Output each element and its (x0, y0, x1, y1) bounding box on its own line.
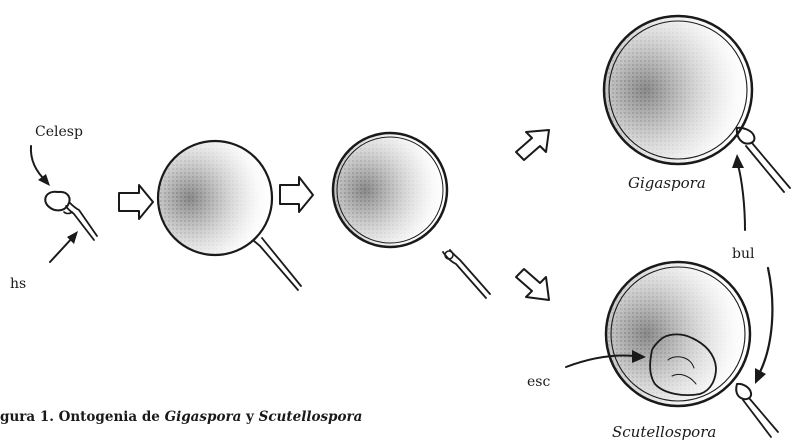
esc-label: esc (527, 374, 550, 390)
celesp-label: Celesp (35, 124, 83, 140)
stage1-early-spore (45, 192, 97, 240)
stage2-spore (158, 141, 301, 290)
hs-arrow (50, 231, 78, 262)
figure-caption: gura 1. Ontogenia de Gigaspora y Scutell… (0, 409, 362, 425)
stage3-spore (333, 133, 490, 298)
scutellospora-label: Scutellospora (612, 423, 716, 441)
block-arrow-1 (119, 185, 153, 219)
block-arrow-2 (280, 177, 313, 212)
bul-label: bul (732, 246, 755, 262)
gigaspora-label: Gigaspora (628, 174, 706, 192)
hs-label: hs (10, 276, 26, 292)
scutellospora-spore (606, 262, 778, 437)
block-arrow-to-scutellospora (516, 269, 549, 300)
celesp-arrow (31, 146, 50, 186)
block-arrow-to-gigaspora (516, 130, 549, 160)
gigaspora-spore (604, 16, 790, 192)
bul-arrow (732, 154, 745, 230)
bul-curved-arrow (755, 268, 772, 384)
